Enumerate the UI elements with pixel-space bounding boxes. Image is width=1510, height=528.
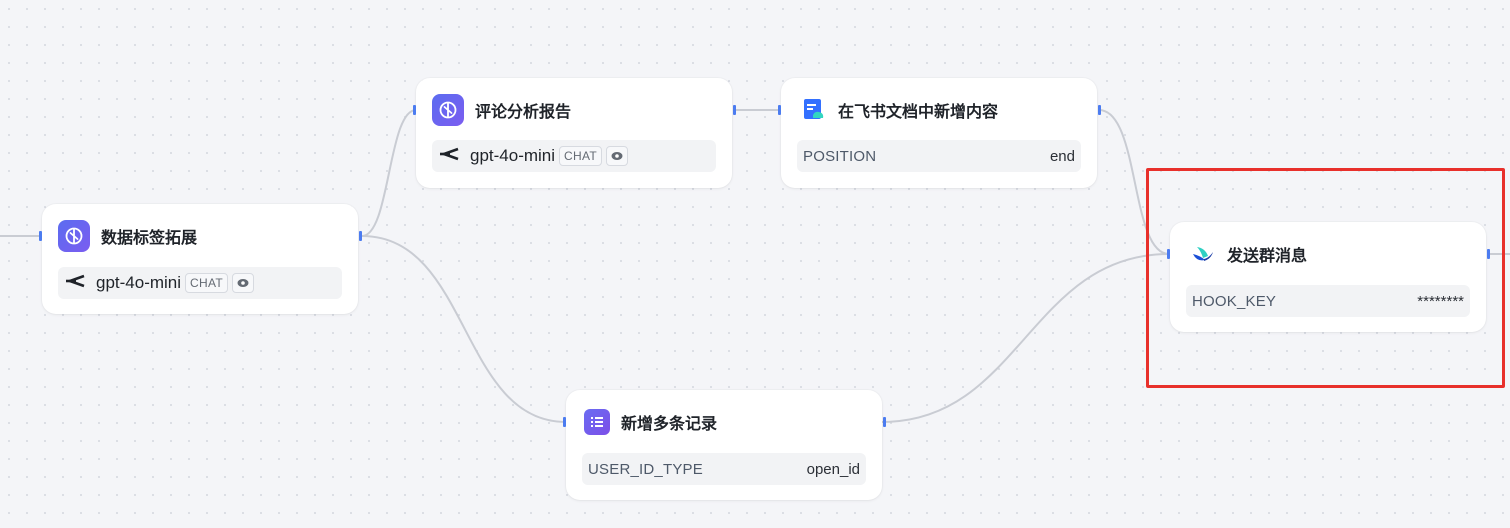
- highlight-box: [1146, 168, 1505, 388]
- node-header: 评论分析报告: [432, 94, 571, 126]
- param-label: USER_ID_TYPE: [588, 460, 703, 478]
- port-data-tag-in[interactable]: [39, 231, 42, 241]
- node-title: 评论分析报告: [475, 104, 572, 121]
- port-data-tag-out[interactable]: [359, 231, 362, 241]
- port-add-records-out[interactable]: [883, 417, 886, 427]
- edge-add-records-to-send-group: [881, 253, 1170, 423]
- node-feishu-doc-append[interactable]: 在飞书文档中新增内容 POSITION end: [781, 78, 1097, 188]
- model-name: gpt-4o-mini: [96, 273, 182, 292]
- port-send-group-out[interactable]: [1487, 249, 1490, 259]
- node-header: 新增多条记录: [584, 406, 717, 438]
- chat-badge: CHAT: [185, 273, 229, 293]
- node-header: 发送群消息: [1190, 238, 1307, 270]
- model-param[interactable]: gpt-4o-mini CHAT: [58, 267, 342, 299]
- llm-icon: [58, 220, 90, 252]
- port-send-group-in[interactable]: [1167, 249, 1170, 259]
- port-comment-report-in[interactable]: [413, 105, 416, 115]
- feishu-doc-icon: [801, 97, 827, 123]
- chat-badge: CHAT: [559, 146, 603, 166]
- model-param[interactable]: gpt-4o-mini CHAT: [432, 140, 716, 172]
- param-label: HOOK_KEY: [1192, 292, 1277, 310]
- param-value: open_id: [806, 460, 860, 478]
- node-add-multiple-records[interactable]: 新增多条记录 USER_ID_TYPE open_id: [566, 390, 882, 500]
- node-title: 在飞书文档中新增内容: [838, 104, 999, 121]
- openai-chevron-icon: [64, 274, 86, 293]
- node-header: 数据标签拓展: [58, 220, 197, 252]
- port-add-records-in[interactable]: [563, 417, 566, 427]
- param-position[interactable]: POSITION end: [797, 140, 1081, 172]
- port-feishu-doc-in[interactable]: [778, 105, 781, 115]
- node-title: 发送群消息: [1227, 248, 1308, 265]
- eye-icon[interactable]: [606, 146, 629, 166]
- port-feishu-doc-out[interactable]: [1098, 105, 1101, 115]
- param-hook-key[interactable]: HOOK_KEY ********: [1186, 285, 1470, 317]
- model-name: gpt-4o-mini: [470, 146, 556, 165]
- param-label: POSITION: [803, 147, 877, 165]
- node-comment-report[interactable]: 评论分析报告 gpt-4o-mini CHAT: [416, 78, 732, 188]
- node-send-group-message[interactable]: 发送群消息 HOOK_KEY ********: [1170, 222, 1486, 332]
- param-value: ********: [1417, 292, 1464, 310]
- param-value: end: [1049, 147, 1075, 165]
- lark-bot-icon: [1190, 241, 1216, 267]
- edge-data-tag-to-comment-report: [361, 109, 417, 237]
- node-data-tag-expand[interactable]: 数据标签拓展 gpt-4o-mini CHAT: [42, 204, 358, 314]
- port-comment-report-out[interactable]: [733, 105, 736, 115]
- openai-chevron-icon: [438, 147, 460, 166]
- node-header: 在飞书文档中新增内容: [801, 94, 998, 126]
- param-user-id-type[interactable]: USER_ID_TYPE open_id: [582, 453, 866, 485]
- node-title: 数据标签拓展: [101, 230, 198, 247]
- edge-data-tag-to-add-records: [361, 235, 567, 423]
- node-title: 新增多条记录: [621, 416, 718, 433]
- edge-feishu-doc-to-send-group: [1098, 109, 1170, 255]
- eye-icon[interactable]: [232, 273, 255, 293]
- bitable-list-icon: [584, 409, 610, 435]
- llm-icon: [432, 94, 464, 126]
